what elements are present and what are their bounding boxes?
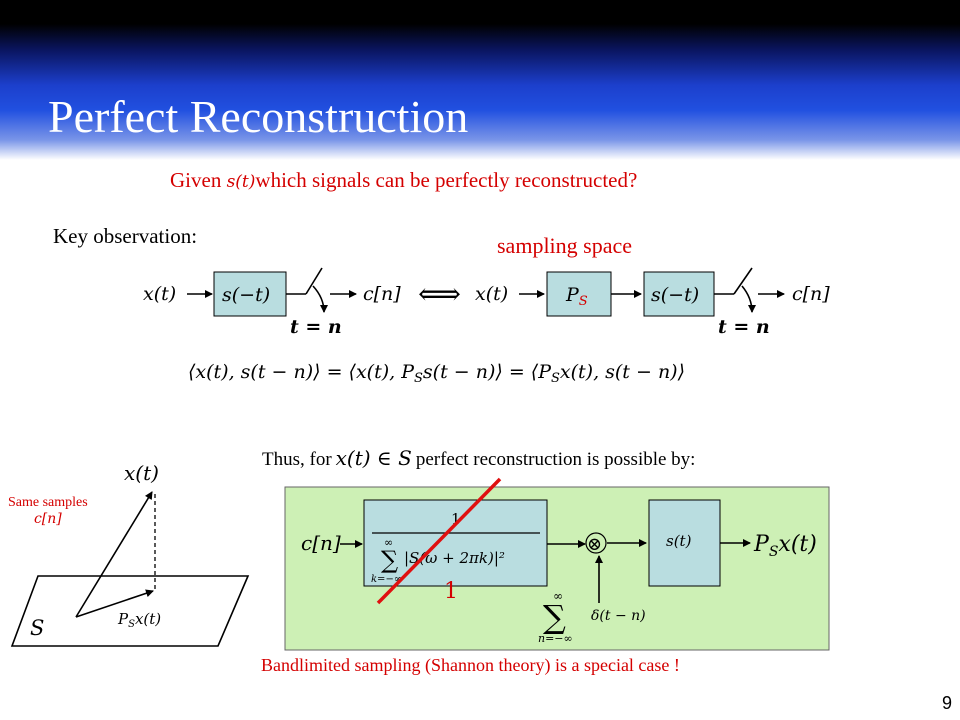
vector-x	[75, 491, 153, 618]
multiplier-symbol: ⊗	[587, 534, 602, 555]
key-observation-label: Key observation:	[53, 224, 198, 248]
subspace-label: S	[30, 616, 44, 640]
projection-label: PSx(t)	[117, 610, 161, 630]
output-p: P	[753, 532, 770, 557]
question-math: s(t)	[226, 172, 256, 192]
inverse-filter-numerator: 1	[451, 510, 461, 528]
eq-lhs: ⟨x(t), s(t − n)⟩	[188, 361, 321, 383]
recon-input-label: c[n]	[301, 531, 341, 555]
eq-equals-2: =	[509, 361, 525, 383]
inverse-sum-top: ∞	[384, 536, 393, 549]
inverse-filter-block	[363, 499, 548, 587]
red-annotation-line	[376, 477, 502, 605]
projection-vector	[75, 589, 154, 618]
right-input-label: x(t)	[475, 283, 508, 305]
inner-product-equation: ⟨x(t), s(t − n)⟩ = ⟨x(t), PSs(t − n)⟩ = …	[188, 361, 685, 386]
projection-p: P	[117, 610, 129, 628]
question-prefix: Given	[170, 168, 227, 192]
sampling-space-label: sampling space	[497, 233, 633, 258]
eq-mid-sub: S	[414, 371, 423, 386]
multiplier-node	[585, 532, 607, 554]
header-band	[0, 0, 960, 160]
eq-equals-1: =	[327, 361, 343, 383]
slide-title: Perfect Reconstruction	[48, 91, 469, 142]
vector-x-label: x(t)	[124, 461, 159, 485]
eq-rhs-b: x(t), s(t − n)⟩	[560, 361, 685, 383]
eq-rhs-sub: S	[551, 371, 560, 386]
red-annotation-number: 1	[444, 579, 458, 604]
inverse-sum-bottom: k=−∞	[371, 574, 402, 585]
eq-rhs-a: ⟨P	[531, 361, 552, 383]
projector-sub: S	[579, 294, 588, 309]
projection-sub: S	[128, 619, 135, 630]
same-samples-math: c[n]	[33, 511, 62, 527]
right-sampler-switch	[733, 267, 753, 295]
impulse-sum-bottom: n=−∞	[538, 632, 573, 645]
right-sampler-label: t = n	[718, 316, 770, 338]
right-output-label: c[n]	[792, 283, 830, 305]
question-suffix: which signals can be perfectly reconstru…	[255, 168, 638, 192]
inverse-denominator-term: |S(ω + 2πk)|²	[404, 549, 505, 567]
impulse-term: δ(t − n)	[591, 608, 646, 624]
left-filter-block	[213, 271, 287, 317]
thus-prefix: Thus, for	[262, 449, 332, 470]
projector-label: PS	[565, 284, 588, 309]
left-sampler-label: t = n	[290, 316, 342, 338]
impulse-sum-top: ∞	[553, 589, 563, 603]
bandlimited-note: Bandlimited sampling (Shannon theory) is…	[261, 655, 680, 675]
left-sampler-switch	[305, 267, 323, 295]
question-text: Given s(t)which signals can be perfectly…	[170, 168, 637, 193]
eq-mid-b: s(t − n)⟩	[423, 361, 503, 383]
reconstruction-filter-label: s(t)	[666, 532, 692, 550]
output-x: x(t)	[778, 532, 816, 557]
inverse-sum-symbol: ∑	[381, 546, 398, 574]
right-filter-label: s(−t)	[651, 284, 699, 306]
page-number: 9	[941, 693, 952, 713]
thus-suffix: perfect reconstruction is possible by:	[415, 449, 696, 470]
reconstruction-output-label: PSx(t)	[753, 532, 817, 560]
projection-x: x(t)	[135, 610, 161, 628]
impulse-sum-symbol: ∑	[543, 598, 566, 636]
left-input-label: x(t)	[143, 283, 176, 305]
projector-p: P	[565, 284, 580, 306]
same-samples-text: Same samples	[8, 495, 88, 510]
left-filter-label: s(−t)	[222, 284, 270, 306]
thus-math: x(t) ∈ S	[335, 446, 412, 470]
equivalence-symbol: ⟺	[418, 277, 461, 312]
subspace-plane	[10, 575, 250, 647]
reconstruction-filter-block	[648, 499, 721, 587]
eq-mid-a: ⟨x(t), P	[349, 361, 416, 383]
output-sub: S	[769, 544, 779, 560]
projection-diagram: x(t) PSx(t) S	[10, 461, 250, 647]
left-output-label: c[n]	[363, 283, 401, 305]
